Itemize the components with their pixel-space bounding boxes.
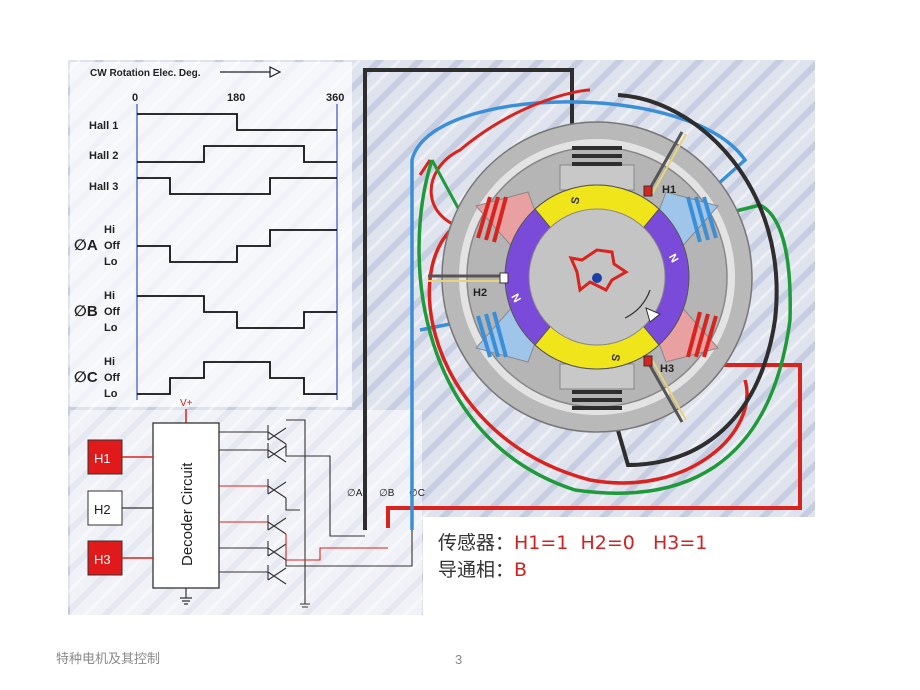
rotation-direction-arrow [624,289,651,319]
phase-b-off: Off [104,306,120,318]
timing-panel [70,62,352,407]
tick-360: 360 [326,92,344,104]
sensor-info-line-2: 导通相：B [438,557,707,584]
hall2-label: Hall 2 [89,150,118,162]
phase-b-lo: Lo [104,322,118,334]
sensor-info-label: 传感器： [438,532,515,554]
hall3-label: Hall 3 [89,181,118,193]
footer-page-number: 3 [455,652,463,667]
hall3-waveform [137,177,337,195]
phase-a-lo: Lo [104,256,118,268]
coil-right-bottom [686,311,718,358]
decoder-label: Decoder Circuit [179,462,196,566]
hall1-waveform [137,113,337,131]
green-wire [417,159,792,495]
magnet-letter-s-top: S [569,196,582,205]
sensor-h3-label: H3 [94,552,111,567]
motor-hall-h3 [643,355,687,423]
coil-left-top [476,196,508,243]
sensor-h3-box [87,540,123,576]
tick-180: 180 [227,92,245,104]
coil-left-bottom [476,311,508,358]
motor-hall-h1 [643,131,687,197]
conducting-phase-label: 导通相： [438,559,515,581]
circuit-panel [70,410,422,615]
motor-hall-h3-label: H3 [660,363,674,375]
red-top-wire [418,88,591,232]
phase-c-hi: Hi [104,356,115,368]
phase-b-waveform [137,295,337,329]
transistor-bridge [219,419,413,608]
sensor-h1-box [87,439,123,475]
conducting-phase-value: B [514,559,528,581]
phase-a-waveform [137,229,337,263]
motor-hall-h2 [428,272,509,284]
hall2-waveform [137,145,337,163]
sensor-h2-box [87,490,123,526]
motor-hall-h2-label: H2 [473,287,487,299]
rotor-shaft [592,273,602,283]
phase-c-off: Off [104,372,120,384]
phase-b-label: ∅B [74,303,98,320]
coil-right-top [686,196,718,243]
phase-b-wire [386,363,802,528]
output-a-label: ∅A [347,488,363,499]
sensor-info: 传感器：H1=1 H2=0 H3=1 导通相：B [438,530,707,584]
sensor-h1-label: H1 [94,451,111,466]
rotation-direction-head [645,307,661,323]
sensor-info-values: H1=1 H2=0 H3=1 [514,532,708,554]
motor-hall-h1-label: H1 [662,184,676,196]
phase-a-label: ∅A [74,237,98,254]
rotation-symbol [568,248,629,293]
tick-0: 0 [132,92,138,104]
phase-a-hi: Hi [104,224,115,236]
output-b-label: ∅B [379,488,395,499]
footer-course-title: 特种电机及其控制 [56,652,161,667]
phase-c-waveform [137,361,337,395]
rotation-arrow-head [269,66,282,78]
sensor-info-line-1: 传感器：H1=1 H2=0 H3=1 [438,530,707,557]
sensor-h2-label: H2 [94,502,111,517]
phase-c-label: ∅C [74,369,98,386]
phase-a-off: Off [104,240,120,252]
coil-top [572,146,622,166]
phase-c-lo: Lo [104,388,118,400]
ground-symbol [180,597,192,605]
output-c-label: ∅C [409,488,425,499]
rotation-label: CW Rotation Elec. Deg. [90,68,201,79]
vplus-label: V+ [180,398,193,409]
phase-b-hi: Hi [104,290,115,302]
red-loop-wire [427,212,749,485]
phase-c-wire [410,100,748,530]
hall1-label: Hall 1 [89,120,118,132]
phase-a-wire [363,68,574,530]
coil-bottom [572,390,622,410]
decoder-box [152,422,220,589]
black-right-wire [613,93,779,468]
magnet-letter-s-bottom: S [609,353,622,362]
motor: S N S N H1 H2 H3 [428,121,753,433]
